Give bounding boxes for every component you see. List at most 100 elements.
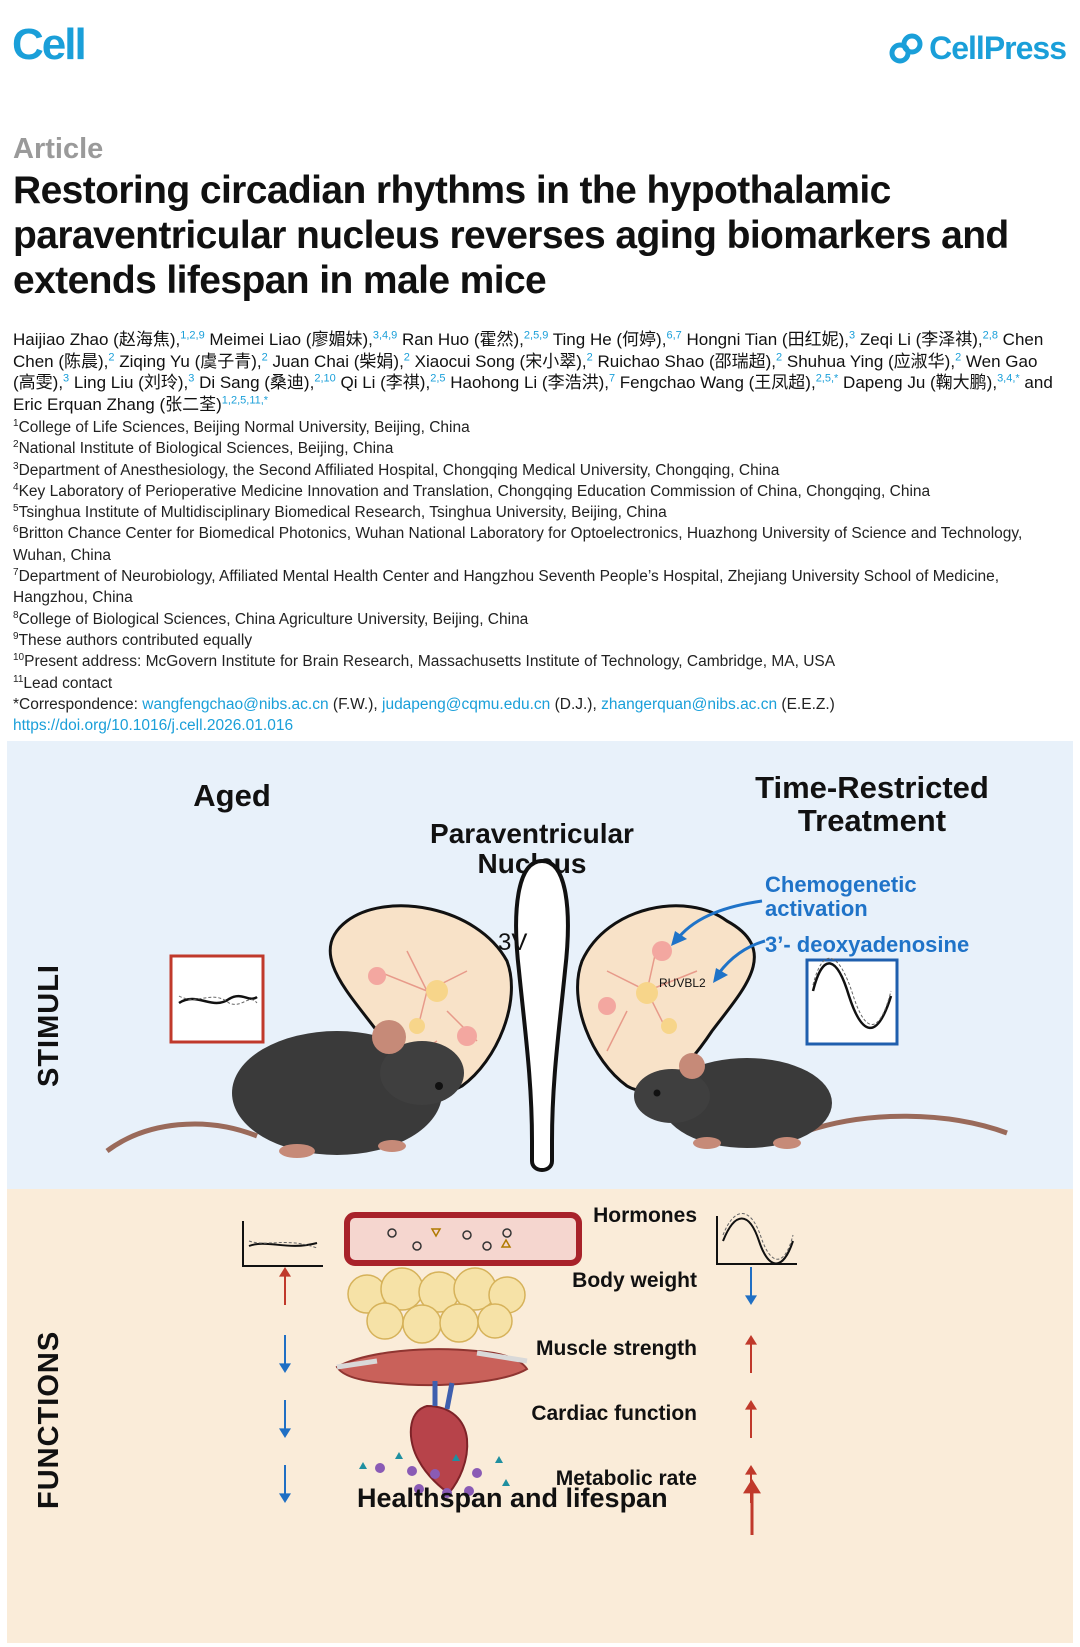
- author-affiliation-marker: 2: [955, 350, 962, 363]
- decrease-arrow-icon: [279, 1400, 291, 1438]
- graphical-abstract: STIMULI FUNCTIONS Aged Paraventricular N…: [7, 741, 1073, 1643]
- increase-arrow-icon: [279, 1267, 291, 1305]
- author-affiliation-marker: 3,4,*: [997, 372, 1020, 385]
- affiliation-number: 8: [13, 609, 19, 621]
- affiliation-text: Department of Anesthesiology, the Second…: [18, 461, 780, 479]
- email-link-fw[interactable]: wangfengchao@nibs.ac.cn: [142, 695, 329, 713]
- cellpress-logo: CellPress: [889, 30, 1067, 67]
- affiliation-number: 11: [13, 673, 24, 685]
- treated-hormone-chart: [716, 1213, 797, 1265]
- treated-mouse-illustration: [634, 1053, 1008, 1149]
- aged-hormone-chart: [242, 1221, 323, 1267]
- author-name: Di Sang (桑迪),: [194, 373, 315, 392]
- affiliation-text: Lead contact: [23, 674, 113, 692]
- affiliation-number: 4: [13, 481, 19, 493]
- aged-mouse-illustration: [105, 1020, 464, 1158]
- affiliation-text: National Institute of Biological Science…: [18, 440, 394, 458]
- affiliation-number: 2: [13, 439, 19, 451]
- affiliation-item: 6Britton Chance Center for Biomedical Ph…: [13, 523, 1063, 566]
- author-name: Zeqi Li (李泽祺),: [855, 330, 983, 349]
- neuron-cell: [368, 967, 386, 985]
- author-name: Hongni Tian (田红妮),: [681, 330, 849, 349]
- author-name: Chen Chen (陈晨),: [13, 330, 1044, 371]
- correspondence-initials: (D.J.),: [550, 695, 602, 713]
- treatment-heading-line2: Treatment: [797, 803, 947, 838]
- author-name: Xiaocui Song (宋小翠),: [409, 351, 587, 371]
- fat-cells-illustration: [347, 1267, 526, 1344]
- affiliation-number: 7: [13, 566, 19, 578]
- author-affiliation-marker: 2: [403, 350, 410, 363]
- affiliation-text: Tsinghua Institute of Multidisciplinary …: [18, 504, 667, 522]
- chemogenetic-line1: Chemogenetic: [765, 872, 917, 897]
- decrease-arrow-icon: [279, 1335, 291, 1373]
- pvn-heading: Paraventricular Nucleus: [397, 819, 667, 879]
- author-name: Ruichao Shao (邵瑞超),: [592, 351, 777, 371]
- author-affiliation-marker: 2: [586, 350, 593, 363]
- author-affiliation-marker: 3: [63, 372, 70, 385]
- author-affiliation-marker: 3: [848, 329, 856, 342]
- blood-vessel-illustration: [344, 1212, 582, 1266]
- affiliation-list: 1College of Life Sciences, Beijing Norma…: [13, 417, 1063, 736]
- affiliation-number: 10: [13, 652, 25, 664]
- function-label: Cardiac function: [531, 1402, 697, 1425]
- author-affiliation-marker: 2: [261, 350, 268, 363]
- email-link-eez[interactable]: zhangerquan@nibs.ac.cn: [601, 695, 778, 713]
- article-type: Article: [13, 133, 104, 165]
- author-affiliation-marker: 2,10: [314, 372, 336, 385]
- healthspan-lifespan-label: Healthspan and lifespan: [357, 1483, 668, 1513]
- cellpress-wordmark: CellPress: [929, 30, 1067, 66]
- cellpress-icon: [889, 33, 923, 63]
- decrease-arrow-icon: [745, 1267, 757, 1305]
- cell-journal-logo: Cell: [12, 20, 87, 69]
- affiliation-text: College of Biological Sciences, China Ag…: [18, 610, 529, 628]
- author-affiliation-marker: 7: [608, 372, 616, 385]
- affiliation-item: 5Tsinghua Institute of Multidisciplinary…: [13, 502, 1063, 523]
- neuron-cell: [598, 997, 616, 1015]
- doi-link[interactable]: https://doi.org/10.1016/j.cell.2026.01.0…: [13, 717, 294, 735]
- affiliation-item: 1College of Life Sciences, Beijing Norma…: [13, 417, 1063, 438]
- author-name: Wen Gao (高雯),: [13, 351, 1038, 393]
- chemogenetic-arrow: [677, 899, 763, 938]
- affiliation-number: 9: [13, 630, 19, 642]
- right-pvn-lobe: [576, 904, 756, 1092]
- author-name: Ran Huo (霍然),: [397, 330, 524, 349]
- abstract-illustration: [105, 858, 1008, 1535]
- author-name: Haohong Li (李浩洪),: [445, 373, 609, 392]
- affiliation-number: 6: [13, 524, 19, 536]
- function-label: Hormones: [593, 1204, 697, 1227]
- correspondence-label: *Correspondence:: [13, 695, 143, 713]
- affiliation-number: 1: [13, 417, 19, 429]
- treatment-heading-line1: Time-Restricted: [755, 770, 989, 805]
- neuron-cell: [661, 1018, 677, 1034]
- email-link-dj[interactable]: judapeng@cqmu.edu.cn: [382, 695, 551, 713]
- affiliation-text: These authors contributed equally: [18, 631, 253, 649]
- affiliation-text: Britton Chance Center for Biomedical Pho…: [13, 525, 1023, 564]
- author-affiliation-marker: 3,4,9: [372, 329, 398, 342]
- author-name: Fengchao Wang (王凤超),: [615, 373, 816, 392]
- author-affiliation-marker: 2,8: [982, 329, 998, 342]
- third-ventricle-label: 3V: [498, 929, 528, 956]
- author-affiliation-marker: 2,5: [430, 372, 446, 385]
- author-name: and Eric Erquan Zhang (张二荃): [13, 373, 1053, 414]
- author-affiliation-marker: 2,5,*: [815, 372, 839, 385]
- neuron-cell: [457, 1026, 477, 1046]
- pvn-heading-line1: Paraventricular: [430, 818, 634, 849]
- deoxyadenosine-arrow: [717, 939, 766, 974]
- function-label: Metabolic rate: [555, 1467, 697, 1490]
- correspondence-initials: (F.W.),: [328, 695, 382, 713]
- increase-arrow-icon: [743, 1479, 761, 1535]
- author-affiliation-marker: 2: [108, 350, 115, 363]
- author-affiliation-marker: 1,2,5,11,*: [221, 393, 269, 406]
- affiliation-item: 7Department of Neurobiology, Affiliated …: [13, 566, 1063, 609]
- affiliation-item: 8College of Biological Sciences, China A…: [13, 609, 1063, 630]
- article-title: Restoring circadian rhythms in the hypot…: [13, 169, 1009, 302]
- author-affiliation-marker: 6,7: [666, 329, 682, 342]
- author-name: Juan Chai (柴娟),: [267, 351, 404, 371]
- aged-rhythm-wave: [178, 994, 258, 1005]
- correspondence: *Correspondence: wangfengchao@nibs.ac.cn…: [13, 694, 1063, 715]
- increase-arrow-icon: [745, 1400, 757, 1438]
- ruvbl2-label: RUVBL2: [659, 976, 706, 990]
- neuron-cell: [636, 982, 658, 1004]
- neuron-cell: [426, 980, 448, 1002]
- author-name: Dapeng Ju (鞠大鹏),: [838, 373, 998, 392]
